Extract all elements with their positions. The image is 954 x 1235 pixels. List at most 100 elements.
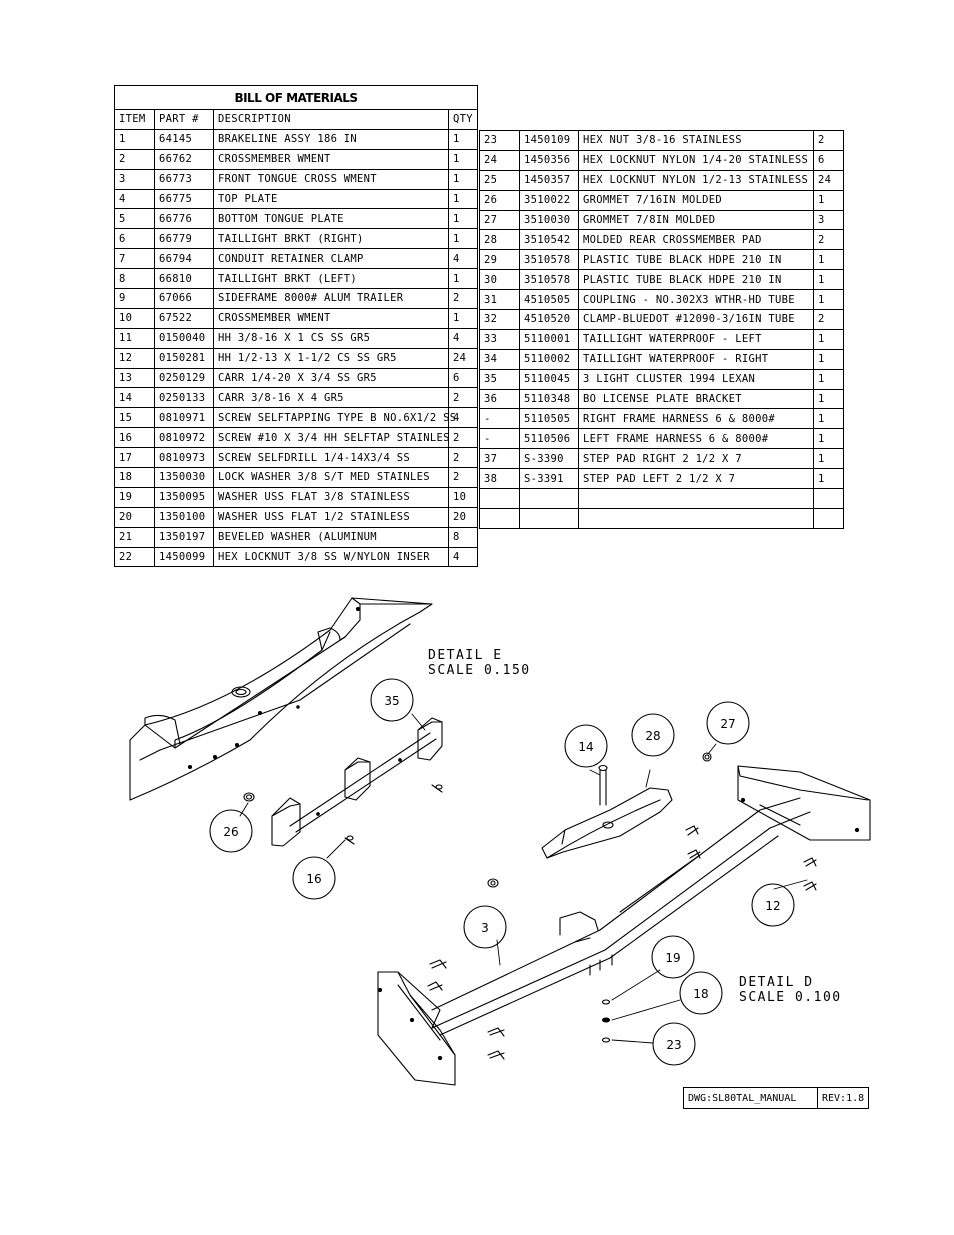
- description-cell: WASHER USS FLAT 3/8 STAINLESS: [213, 486, 449, 508]
- detail-d-title: DETAIL D: [739, 975, 814, 990]
- bom-right-row: [479, 488, 844, 509]
- balloon-23: [652, 1022, 696, 1066]
- item-cell: 16: [114, 427, 155, 449]
- balloon-28: [631, 713, 675, 757]
- description-cell: HEX LOCKNUT 3/8 SS W/NYLON INSER: [213, 546, 449, 568]
- qty-cell: 6: [813, 149, 844, 171]
- qty-cell: 2: [448, 288, 478, 309]
- balloon-16: [292, 856, 336, 900]
- item-cell: 15: [114, 407, 155, 429]
- part-cell: 3510542: [519, 229, 579, 251]
- part-cell: 5110045: [519, 368, 579, 390]
- qty-cell: 4: [448, 546, 478, 568]
- small-screws: [243, 784, 443, 845]
- part-cell: 1450356: [519, 149, 579, 171]
- balloon-19: [651, 935, 695, 979]
- item-cell: 25: [479, 169, 520, 191]
- balloon-3-label: 3: [481, 921, 489, 935]
- description-cell: PLASTIC TUBE BLACK HDPE 210 IN: [578, 269, 814, 291]
- balloon-27: [706, 701, 750, 745]
- description-cell: HEX NUT 3/8-16 STAINLESS: [578, 130, 814, 151]
- part-cell: 0810972: [154, 427, 214, 449]
- item-cell: 22: [114, 546, 155, 568]
- qty-cell: 20: [448, 506, 478, 528]
- balloon-19-label: 19: [665, 951, 680, 965]
- part-cell: 1450109: [519, 130, 579, 151]
- balloon-14-label: 14: [578, 740, 593, 754]
- part-cell: 3510022: [519, 189, 579, 211]
- balloon-12-label: 12: [765, 899, 780, 913]
- part-cell: 5110002: [519, 348, 579, 370]
- description-cell: SCREW SELFTAPPING TYPE B NO.6X1/2 SS: [213, 407, 456, 429]
- description-cell: TAILLIGHT WATERPROOF - RIGHT: [578, 348, 814, 370]
- bom-table-left: BILL OF MATERIALS ITEM PART # DESCRIPTIO…: [114, 85, 478, 568]
- description-cell: CARR 1/4-20 X 3/4 SS GR5: [213, 367, 449, 389]
- item-cell: 34: [479, 348, 520, 370]
- fender-part: [129, 597, 433, 801]
- qty-cell: 1: [813, 189, 844, 211]
- balloon-26-label: 26: [223, 825, 238, 839]
- description-cell: LEFT FRAME HARNESS 6 & 8000#: [578, 428, 814, 450]
- description-cell: HH 3/8-16 X 1 CS SS GR5: [213, 327, 449, 349]
- header-item: ITEM: [114, 109, 155, 130]
- description-cell: CARR 3/8-16 X 4 GR5: [213, 387, 449, 409]
- balloon-35-label: 35: [384, 694, 399, 708]
- balloon-23-label: 23: [666, 1038, 681, 1052]
- description-cell: HEX LOCKNUT NYLON 1/4-20 STAINLESS: [578, 149, 814, 171]
- title-block: DWG:SL80TAL_MANUAL REV:1.8: [683, 1087, 870, 1109]
- part-cell: 1350197: [154, 526, 214, 548]
- description-cell: TAILLIGHT BRKT (LEFT): [213, 268, 449, 290]
- detail-e-title: DETAIL E: [428, 648, 503, 663]
- part-cell: 0150281: [154, 347, 214, 369]
- description-cell: COUPLING - NO.302X3 WTHR-HD TUBE: [578, 289, 814, 311]
- item-cell: 32: [479, 309, 520, 330]
- item-cell: 29: [479, 249, 520, 271]
- part-cell: 67066: [154, 288, 214, 309]
- part-cell: 66773: [154, 168, 214, 190]
- part-cell: 1350030: [154, 467, 214, 488]
- item-cell: 31: [479, 289, 520, 311]
- pad-part: [541, 764, 673, 859]
- detail-e-scale: SCALE 0.150: [428, 663, 531, 678]
- qty-cell: 10: [448, 486, 478, 508]
- balloon-3: [463, 905, 507, 949]
- description-cell: TAILLIGHT WATERPROOF - LEFT: [578, 328, 814, 350]
- description-cell: STEP PAD LEFT 2 1/2 X 7: [578, 468, 814, 490]
- balloon-28-label: 28: [645, 729, 660, 743]
- balloon-18: [679, 971, 723, 1015]
- balloon-16-label: 16: [306, 872, 321, 886]
- item-cell: 13: [114, 367, 155, 389]
- description-cell: CROSSMEMBER WMENT: [213, 307, 449, 329]
- qty-cell: 1: [813, 348, 844, 370]
- bom-right-row: [479, 507, 844, 529]
- header-qty: QTY: [448, 109, 478, 130]
- part-cell: 4510505: [519, 289, 579, 311]
- part-cell: 1350095: [154, 486, 214, 508]
- part-cell: 1450357: [519, 169, 579, 191]
- balloon-35: [370, 678, 414, 722]
- detail-d-scale: SCALE 0.100: [739, 990, 842, 1005]
